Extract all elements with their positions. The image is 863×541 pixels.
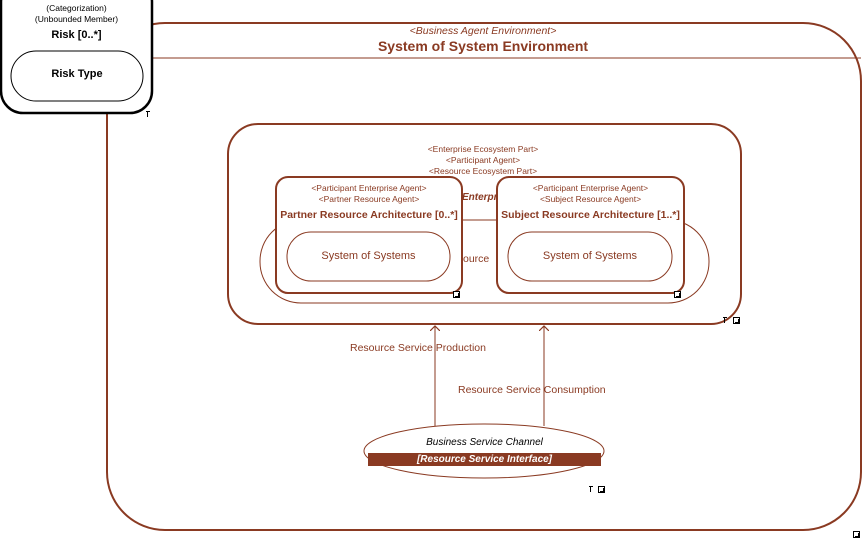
subject-title[interactable]: Subject Resource Architecture [1..*] [501,209,680,221]
environment-boundary [106,22,862,531]
subject-stereotype-2: <Subject Resource Agent> [539,194,642,204]
partner-title[interactable]: Partner Resource Architecture [0..*] [280,209,458,221]
ecosystem-hidden-subtitle: ource [463,253,490,265]
navigate-icon[interactable] [145,110,152,117]
channel-ellipse [363,423,605,479]
consumption-label: Resource Service Consumption [458,384,606,396]
ecosystem-expand-icon[interactable] [733,317,740,324]
risk-title[interactable]: Risk [0..*] [51,29,102,41]
environment-stereotype: <Business Agent Environment> [409,25,557,37]
channel-navigate-icon[interactable] [588,485,595,492]
ecosystem-stereotype-2: <Participant Agent> [445,155,521,165]
ecosystem-stereotype-1: <Enterprise Ecosystem Part> [427,144,539,154]
risk-type-label[interactable]: Risk Type [51,68,103,80]
channel-title[interactable]: Business Service Channel [426,437,543,448]
partner-system-of-systems[interactable]: System of Systems [321,250,416,262]
subject-stereotype-1: <Participant Enterprise Agent> [532,183,649,193]
ecosystem-navigate-icon[interactable] [722,316,729,323]
production-label: Resource Service Production [350,342,486,354]
channel-expand-icon[interactable] [598,486,605,493]
partner-inner-pill [286,231,451,282]
partner-stereotype-2: <Partner Resource Agent> [318,194,420,204]
channel-interface[interactable]: [Resource Service Interface] [416,454,553,465]
subject-expand-icon[interactable] [674,291,681,298]
risk-stereotype-2: (Unbounded Member) [34,14,119,24]
risk-inner-pill [10,50,144,102]
ecosystem-hidden-title: Enterpr [462,192,498,203]
ecosystem-stereotype-3: <Resource Ecosystem Part> [428,166,538,176]
interface-bar [368,453,601,466]
partner-stereotype-1: <Participant Enterprise Agent> [311,183,427,193]
environment-expand-icon[interactable] [853,531,860,538]
subject-system-of-systems[interactable]: System of Systems [542,250,638,262]
partner-expand-icon[interactable] [453,291,460,298]
risk-stereotype-1: (Categorization) [46,3,107,13]
environment-title[interactable]: System of System Environment [377,38,589,54]
subject-inner-pill [507,231,673,282]
